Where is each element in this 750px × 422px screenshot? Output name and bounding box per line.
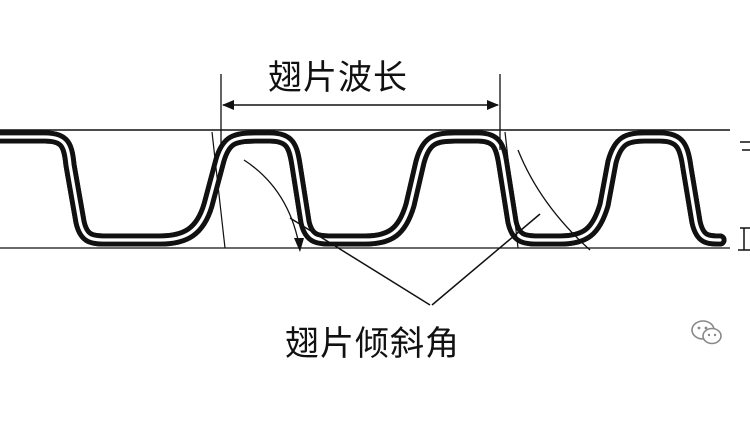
angle-leader-right — [431, 213, 541, 306]
angle-ref-line-left — [211, 131, 226, 249]
angle-arc-left — [243, 159, 301, 251]
angle-ref-line-right — [504, 131, 519, 249]
corrugated-fin — [0, 130, 727, 247]
angle-leader-left — [289, 217, 431, 306]
wechat-watermark-icon — [691, 320, 722, 345]
fin-pitch-label: 翅片波长 — [268, 58, 408, 98]
fin-tilt-angle-label: 翅片倾斜角 — [285, 324, 460, 364]
angle-arc-right — [517, 149, 591, 251]
